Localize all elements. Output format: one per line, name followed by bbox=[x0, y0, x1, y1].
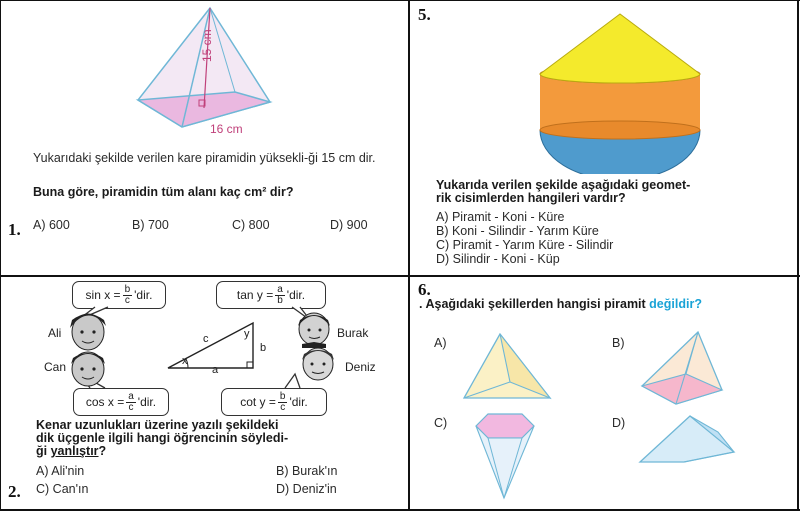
bubble-suffix: 'dir. bbox=[134, 288, 153, 302]
name-burak: Burak bbox=[337, 326, 369, 340]
q2-question-line1: Kenar uzunlukları üzerine yazılı şekilde… bbox=[36, 418, 279, 432]
height-label: 15 cm bbox=[200, 29, 214, 62]
name-ali: Ali bbox=[48, 326, 62, 340]
question-number: 6. bbox=[418, 280, 431, 299]
grid-line bbox=[797, 0, 799, 511]
fraction-numerator: b bbox=[277, 390, 288, 403]
ali-speech-bubble: sin x = b c 'dir. bbox=[72, 281, 166, 309]
option-d[interactable]: D) 900 bbox=[330, 218, 368, 232]
q5-question-line1: Yukarıda verilen şekilde aşağıdaki geome… bbox=[436, 178, 691, 192]
q6-question: . Aşağıdaki şekillerden hangisi piramit … bbox=[419, 297, 799, 312]
students-illustration bbox=[70, 306, 334, 389]
bubble-prefix: sin x = bbox=[85, 288, 121, 302]
deniz-avatar bbox=[302, 347, 334, 381]
option-b[interactable]: B) 700 bbox=[132, 218, 169, 232]
grid-line bbox=[0, 0, 800, 1]
q1-text: Yukarıdaki şekilde verilen kare piramidi… bbox=[33, 151, 376, 165]
option-c[interactable]: C) Piramit - Yarım Küre - Silindir bbox=[436, 238, 614, 252]
option-b[interactable]: B) Koni - Silindir - Yarım Küre bbox=[436, 224, 599, 238]
highlight-text: değildir? bbox=[649, 297, 702, 311]
can-speech-bubble: cos x = a c 'dir. bbox=[73, 388, 169, 416]
fraction-numerator: b bbox=[122, 283, 133, 296]
fraction: b c bbox=[122, 283, 133, 306]
grid-line bbox=[408, 0, 410, 511]
q5-question-line2: rik cisimlerden hangileri vardır? bbox=[436, 191, 626, 205]
label-d[interactable]: D) bbox=[612, 416, 626, 430]
q1-question: Buna göre, piramidin tüm alanı kaç cm² d… bbox=[33, 185, 294, 199]
pyramid-figure bbox=[135, 6, 273, 128]
name-can: Can bbox=[44, 360, 67, 374]
bubble-prefix: cot y = bbox=[240, 395, 276, 409]
label-b[interactable]: B) bbox=[612, 336, 625, 350]
bubble-suffix: 'dir. bbox=[286, 288, 306, 302]
option-d[interactable]: D) Silindir - Koni - Küp bbox=[436, 252, 560, 266]
grid-line bbox=[0, 275, 800, 277]
grid-line bbox=[0, 509, 800, 511]
fraction-numerator: a bbox=[126, 390, 136, 403]
fraction: a b bbox=[275, 283, 285, 306]
base-label: 16 cm bbox=[210, 122, 243, 136]
shape-d-prism bbox=[638, 415, 736, 463]
angle-x-label: x bbox=[182, 355, 188, 367]
side-c-label: c bbox=[203, 333, 209, 345]
ali-avatar bbox=[70, 313, 106, 351]
question-number: 2. bbox=[8, 482, 21, 501]
label-a[interactable]: A) bbox=[434, 336, 447, 350]
q2-question-line3: ği yanlıştır? bbox=[36, 444, 396, 459]
composite-solid-figure bbox=[539, 13, 701, 174]
bubble-prefix: cos x = bbox=[85, 395, 125, 409]
question-text: ği bbox=[36, 444, 51, 458]
grid-line bbox=[0, 0, 1, 511]
fraction-denominator: b bbox=[277, 294, 283, 306]
side-a-label: a bbox=[212, 364, 219, 376]
option-a[interactable]: A) Ali'nin bbox=[36, 464, 85, 478]
side-b-label: b bbox=[260, 342, 267, 354]
question-number: 1. bbox=[8, 220, 21, 239]
shape-b-square-pyramid bbox=[640, 330, 724, 405]
fraction-denominator: c bbox=[280, 401, 286, 413]
name-deniz: Deniz bbox=[345, 360, 376, 374]
burak-speech-bubble: tan y = a b 'dir. bbox=[216, 281, 326, 309]
fraction-denominator: c bbox=[124, 294, 130, 306]
can-avatar bbox=[71, 351, 105, 387]
option-c[interactable]: C) 800 bbox=[232, 218, 270, 232]
label-c[interactable]: C) bbox=[434, 416, 448, 430]
question-number: 5. bbox=[418, 5, 431, 24]
bubble-suffix: 'dir. bbox=[137, 395, 157, 409]
option-a[interactable]: A) 600 bbox=[33, 218, 70, 232]
option-d[interactable]: D) Deniz'in bbox=[276, 482, 337, 496]
question-mark: ? bbox=[98, 444, 107, 458]
shape-c-pentagonal-pyramid bbox=[475, 413, 535, 500]
bubble-suffix: 'dir. bbox=[289, 395, 308, 409]
bubble-prefix: tan y = bbox=[236, 288, 274, 302]
fraction: b c bbox=[277, 390, 288, 413]
option-a[interactable]: A) Piramit - Koni - Küre bbox=[436, 210, 565, 224]
option-b[interactable]: B) Burak'ın bbox=[276, 464, 338, 478]
angle-y-label: y bbox=[244, 328, 250, 340]
right-triangle-figure bbox=[167, 321, 254, 369]
burak-avatar bbox=[298, 312, 330, 348]
option-c[interactable]: C) Can'ın bbox=[36, 482, 89, 496]
emphasis-text: yanlıştır bbox=[50, 444, 99, 458]
shape-a-tetrahedron bbox=[462, 332, 552, 400]
fraction: a c bbox=[126, 390, 136, 413]
fraction-numerator: a bbox=[275, 283, 285, 296]
q2-question-line2: dik üçgenle ilgili hangi öğrencinin söyl… bbox=[36, 431, 289, 445]
question-text: . Aşağıdaki şekillerden hangisi piramit bbox=[419, 297, 650, 311]
deniz-speech-bubble: cot y = b c 'dir. bbox=[221, 388, 327, 416]
fraction-denominator: c bbox=[128, 401, 134, 413]
